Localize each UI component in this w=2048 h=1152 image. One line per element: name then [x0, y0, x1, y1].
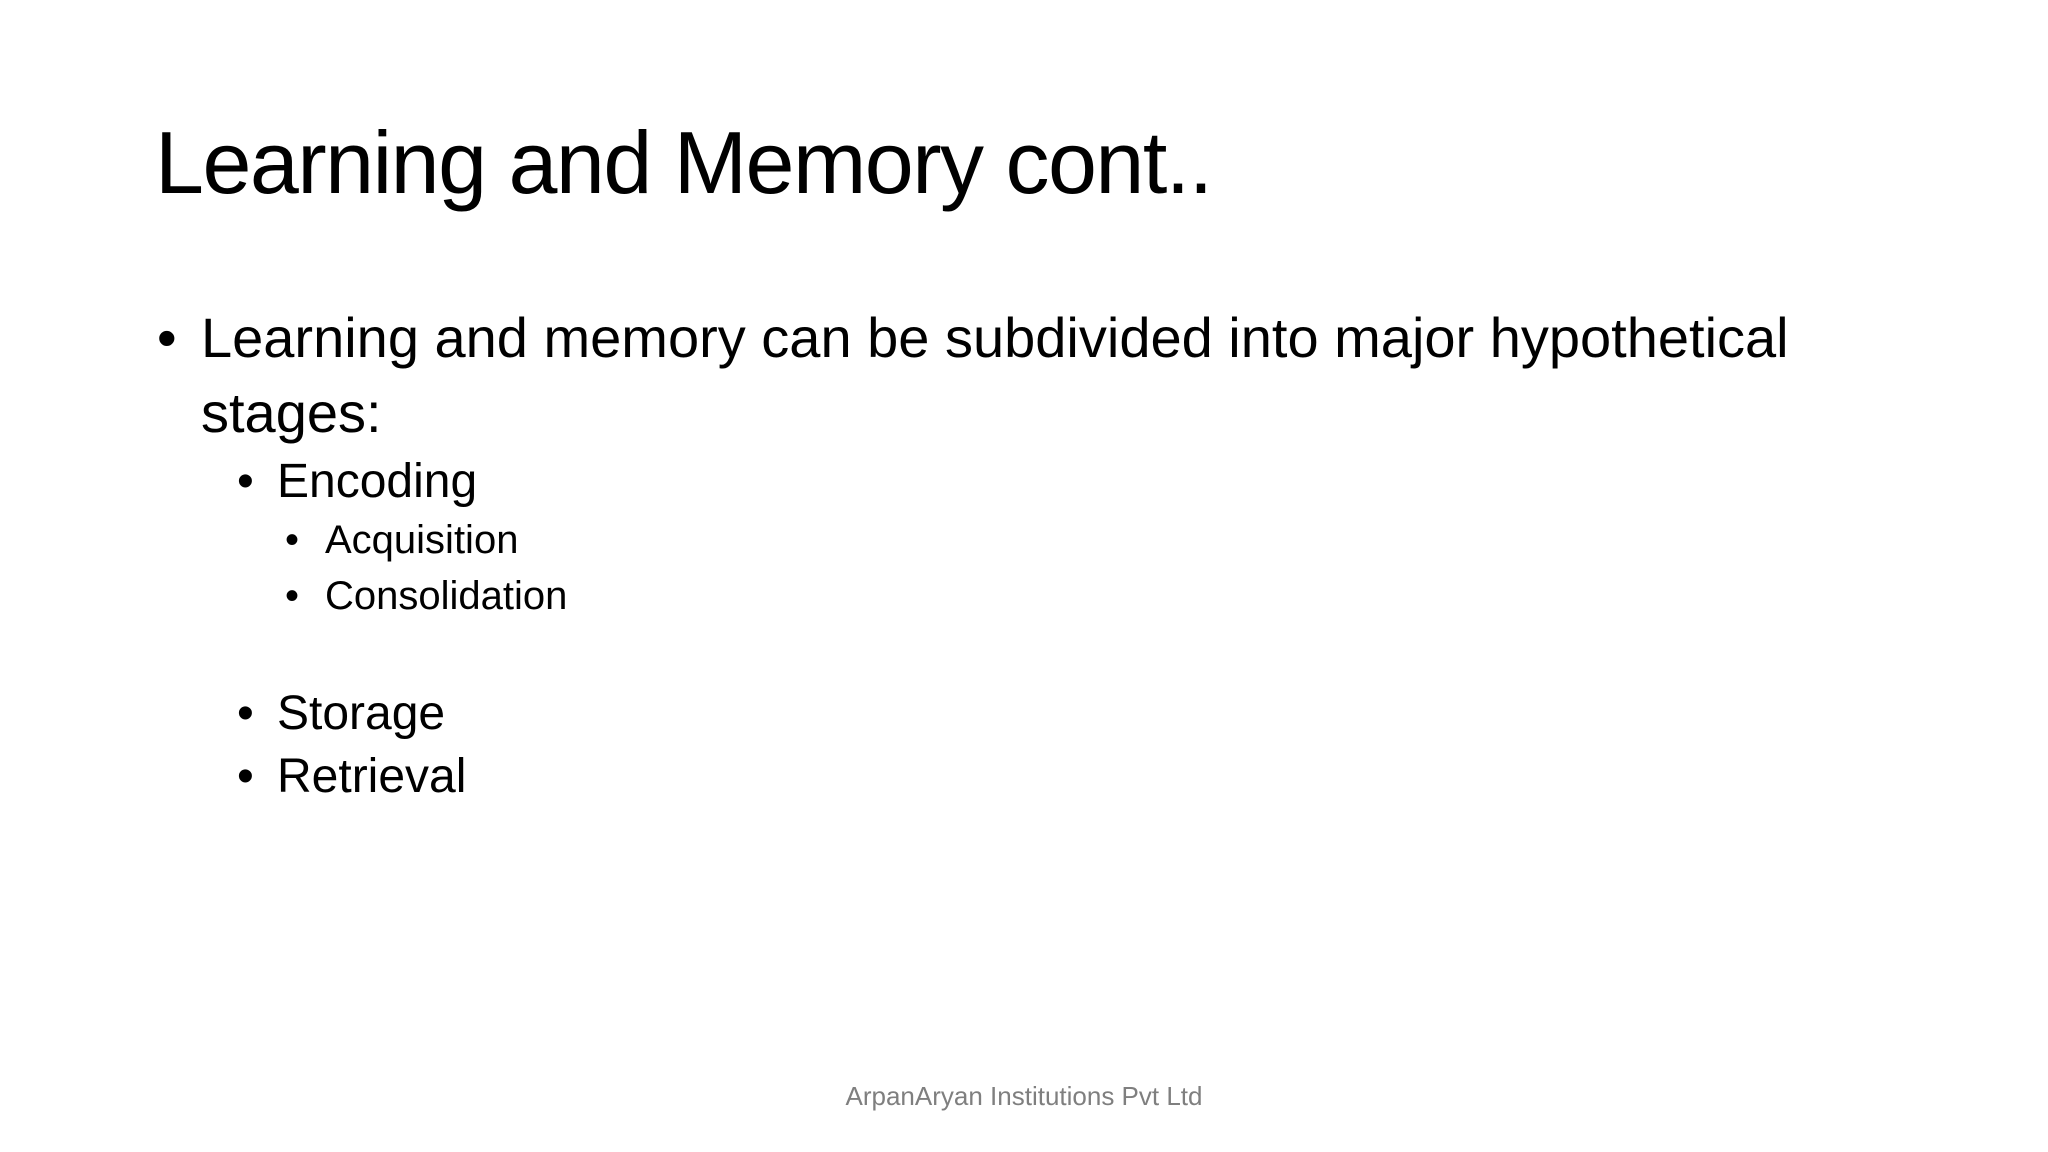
- bullet-item-level2: • Storage: [237, 682, 1877, 745]
- bullet-item-level3: • Consolidation: [285, 569, 1877, 624]
- bullet-item-level2: • Retrieval: [237, 745, 1877, 808]
- bullet-text: Learning and memory can be subdivided in…: [201, 306, 1789, 445]
- bullet-text: Encoding: [277, 455, 478, 509]
- blank-line: [157, 624, 1877, 682]
- bullet-icon: •: [157, 306, 177, 369]
- bullet-item-level1: • Learning and memory can be subdivided …: [157, 300, 1877, 450]
- bullet-icon: •: [237, 750, 254, 804]
- bullet-text: Acquisition: [325, 518, 519, 563]
- bullet-icon: •: [237, 455, 254, 509]
- bullet-item-level3: • Acquisition: [285, 513, 1877, 568]
- footer-text: ArpanAryan Institutions Pvt Ltd: [845, 1081, 1203, 1111]
- bullet-item-level2: • Encoding: [237, 450, 1877, 513]
- bullet-icon: •: [237, 686, 254, 740]
- bullet-icon: •: [285, 518, 300, 563]
- bullet-icon: •: [285, 573, 300, 618]
- bullet-text: Retrieval: [277, 750, 467, 804]
- bullet-text: Consolidation: [325, 573, 568, 618]
- slide-body: • Learning and memory can be subdivided …: [157, 300, 1877, 809]
- bullet-text: Storage: [277, 686, 446, 740]
- slide-title: Learning and Memory cont..: [155, 113, 1213, 212]
